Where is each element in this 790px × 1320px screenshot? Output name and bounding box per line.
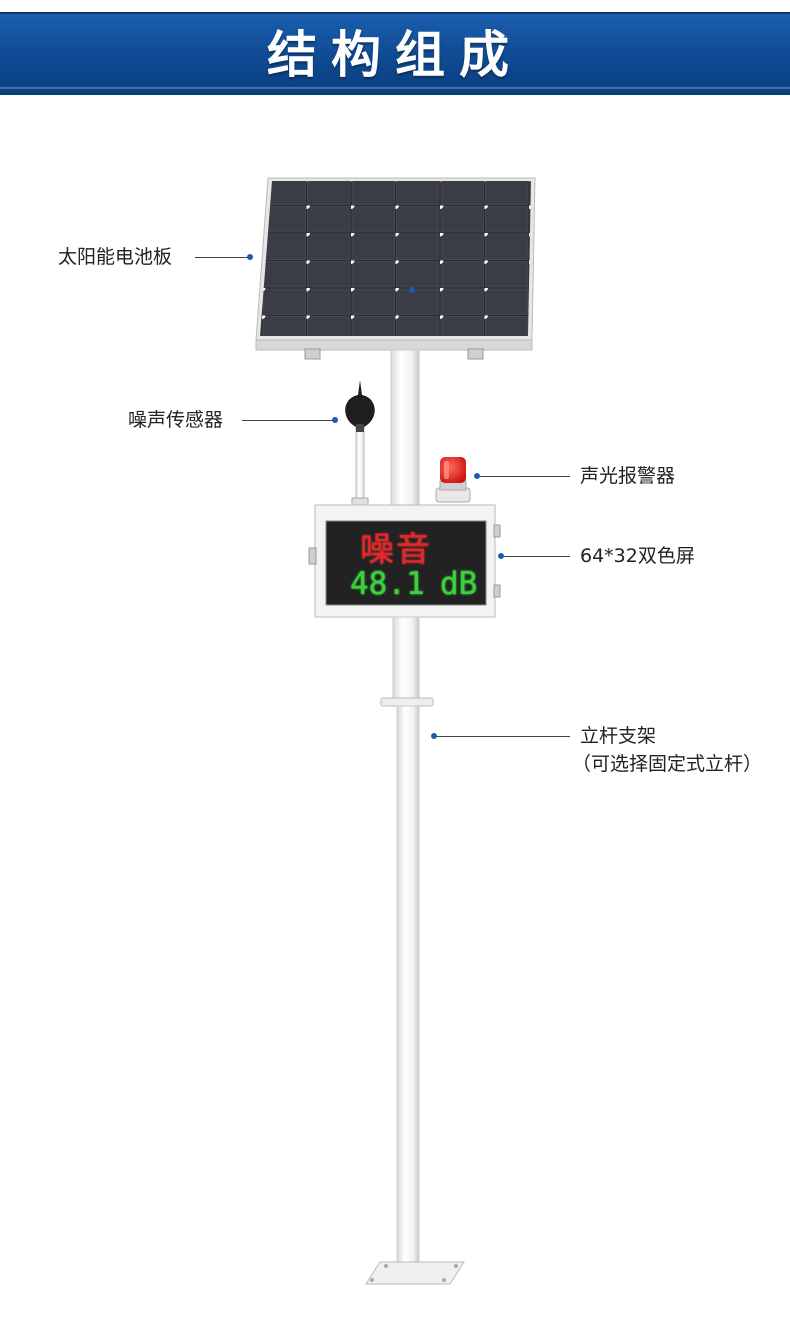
display-enclosure [308, 504, 501, 618]
solar-panel [255, 177, 536, 360]
base-plate [365, 1261, 465, 1285]
display-leader [502, 556, 570, 557]
led-line-1: 噪音 [360, 530, 432, 570]
pole-dot [431, 733, 437, 739]
led-value: 48.1 [350, 566, 425, 602]
pole-sublabel: （可选择固定式立杆） [572, 753, 763, 775]
noise-sensor [345, 380, 375, 513]
display-dot [498, 553, 504, 559]
solar-panel-dot [247, 254, 253, 260]
led-unit: dB [440, 566, 478, 602]
upper-pole [390, 349, 420, 511]
alarm-label: 声光报警器 [580, 465, 676, 487]
pole-leader [434, 736, 570, 737]
alarm-dot [474, 473, 480, 479]
pole-label: 立杆支架 [580, 725, 657, 747]
noise-sensor-label: 噪声传感器 [128, 409, 224, 431]
alarm-beacon [435, 457, 471, 503]
noise-sensor-leader [242, 420, 334, 421]
display-label: 64*32双色屏 [580, 545, 695, 567]
alarm-leader [478, 476, 570, 477]
lower-pole [396, 705, 420, 1277]
noise-sensor-dot [332, 417, 338, 423]
header-banner: 结构组成 [0, 12, 790, 95]
solar-panel-label: 太阳能电池板 [58, 246, 173, 268]
page-title: 结构组成 [267, 26, 523, 84]
solar-panel-leader [195, 257, 250, 258]
solar-panel-center-dot [409, 287, 415, 293]
